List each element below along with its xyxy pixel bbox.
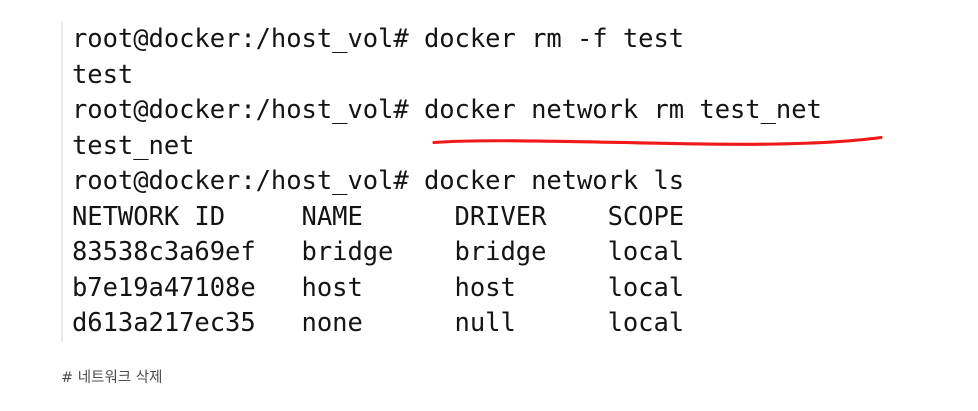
- terminal-line: test_net: [72, 130, 195, 161]
- terminal-table-row: d613a217ec35 none null local: [72, 308, 685, 338]
- terminal-line: root@docker:/host_vol# docker network rm…: [72, 95, 822, 125]
- terminal-table-row: b7e19a47108e host host local: [72, 272, 685, 303]
- terminal-line: test: [72, 59, 134, 90]
- figure-caption: # 네트워크 삭제: [61, 370, 163, 386]
- terminal-code-block: root@docker:/host_vol# docker rm -f test…: [61, 22, 961, 342]
- terminal-table-header: NETWORK ID NAME DRIVER SCOPE: [72, 201, 685, 232]
- terminal-table-row: 83538c3a69ef bridge bridge local: [72, 237, 685, 267]
- terminal-line: root@docker:/host_vol# docker rm -f test: [72, 24, 685, 54]
- terminal-line: root@docker:/host_vol# docker network ls: [72, 166, 685, 196]
